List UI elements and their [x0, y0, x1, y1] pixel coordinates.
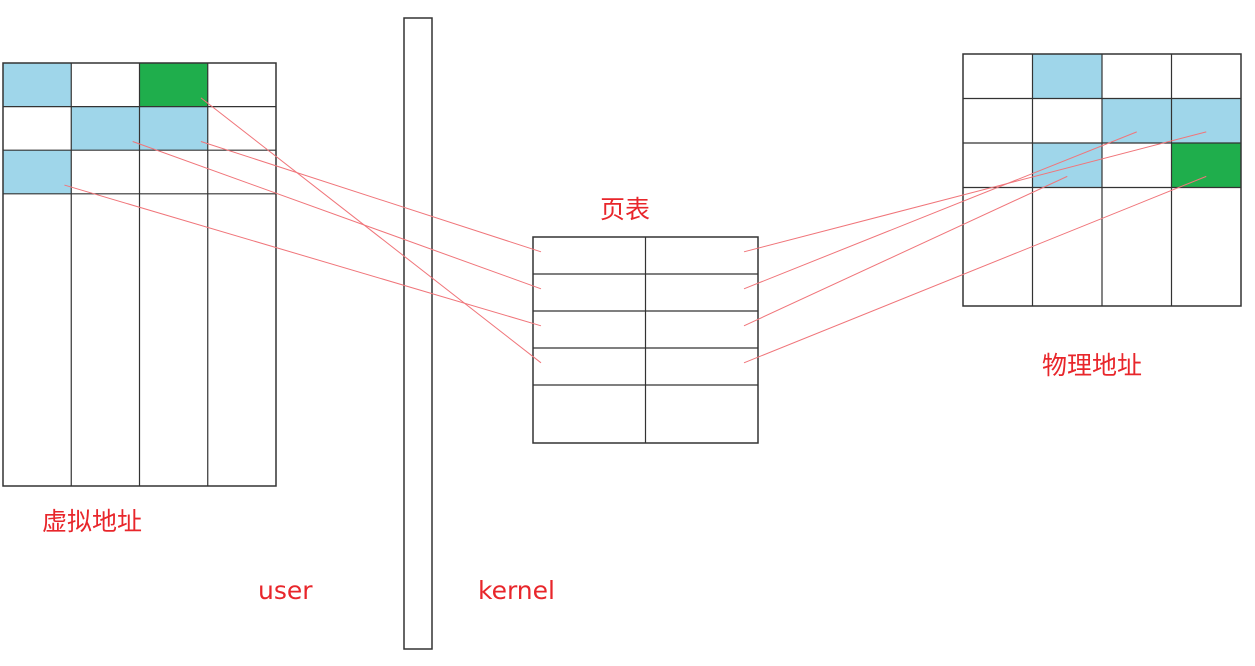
mapping-line-virtual-to-table: [132, 141, 542, 290]
mapping-line-table-to-physical: [743, 131, 1207, 253]
mapping-line-virtual-to-table: [64, 184, 542, 327]
physical-page-used-page: [1032, 54, 1102, 99]
virtual-memory-grid: [2, 62, 277, 487]
physical-page-used-page: [1102, 98, 1172, 143]
virtual-page-used-page: [3, 63, 72, 107]
physical-page-used-page: [1171, 98, 1241, 143]
mapping-line-table-to-physical: [743, 175, 1207, 364]
physical-page-special-page: [1171, 143, 1241, 188]
kernel-space-label: kernel: [478, 576, 555, 605]
page-table-grid: [532, 236, 759, 444]
virtual-page-used-page: [3, 150, 72, 194]
physical-address-label: 物理地址: [1042, 351, 1143, 380]
mapping-line-virtual-to-table: [200, 97, 542, 364]
user-space-label: user: [258, 576, 313, 605]
virtual-page-used-page: [71, 106, 140, 151]
mapping-line-table-to-physical: [743, 131, 1137, 290]
virtual-page-special-page: [139, 63, 208, 107]
user-kernel-boundary: [403, 17, 433, 650]
virtual-address-label: 虚拟地址: [42, 507, 143, 536]
page-table-label: 页表: [600, 195, 651, 224]
mapping-line-virtual-to-table: [200, 141, 542, 253]
virtual-page-used-page: [139, 106, 208, 151]
mapping-lines: [64, 97, 1207, 364]
physical-memory-grid: [962, 53, 1242, 307]
mapping-line-table-to-physical: [743, 175, 1068, 327]
